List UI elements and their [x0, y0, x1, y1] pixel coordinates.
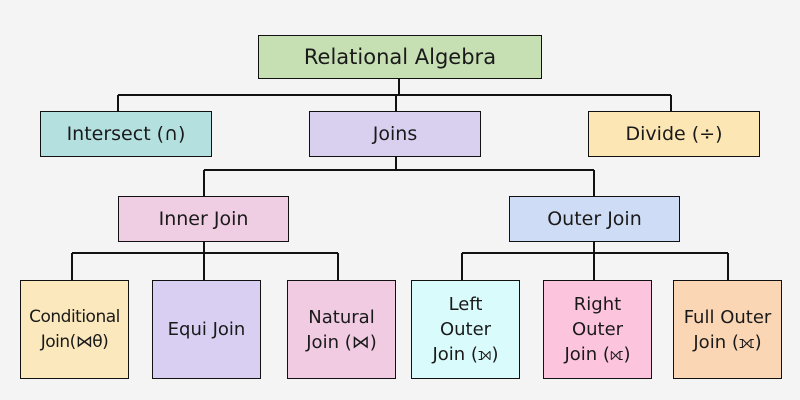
node-inner-join: Inner Join [118, 196, 289, 242]
node-outer-join: Outer Join [509, 196, 680, 242]
node-full-outer-join: Full Outer Join (⟗) [673, 280, 782, 379]
node-label-line: Natural [308, 306, 375, 328]
node-right-outer-join: Right Outer Join (⟖) [543, 280, 652, 379]
node-label-line: Outer [571, 319, 624, 340]
node-label-line: Full Outer [683, 306, 772, 328]
node-label-line: Left [448, 294, 483, 315]
node-divide: Divide (÷) [588, 111, 760, 157]
node-conditional-join: Conditional Join(⋈θ) [20, 280, 129, 379]
node-label-line: Join (⟕) [432, 344, 499, 365]
node-label-line: Join (⟖) [564, 344, 631, 365]
node-label-line: Join (⟗) [693, 331, 762, 353]
node-label: Relational Algebra [303, 44, 497, 69]
node-label: Divide (÷) [625, 122, 723, 145]
node-natural-join: Natural Join (⋈) [287, 280, 396, 379]
node-equi-join: Equi Join [152, 280, 261, 379]
node-joins: Joins [309, 111, 481, 157]
node-label: Inner Join [158, 207, 249, 230]
node-label-line: Outer [439, 319, 492, 340]
node-left-outer-join: Left Outer Join (⟕) [411, 280, 520, 379]
node-label-line: Conditional [29, 306, 120, 327]
node-label-line: Join(⋈θ) [40, 331, 109, 352]
node-label: Joins [372, 122, 418, 145]
node-intersect: Intersect (∩) [40, 111, 212, 157]
node-label-line: Join (⋈) [306, 331, 377, 353]
node-label-line: Equi Join [167, 319, 246, 340]
node-relational-algebra: Relational Algebra [258, 35, 542, 79]
node-label: Intersect (∩) [66, 122, 186, 145]
node-label: Outer Join [547, 207, 642, 230]
node-label-line: Right [573, 294, 622, 315]
